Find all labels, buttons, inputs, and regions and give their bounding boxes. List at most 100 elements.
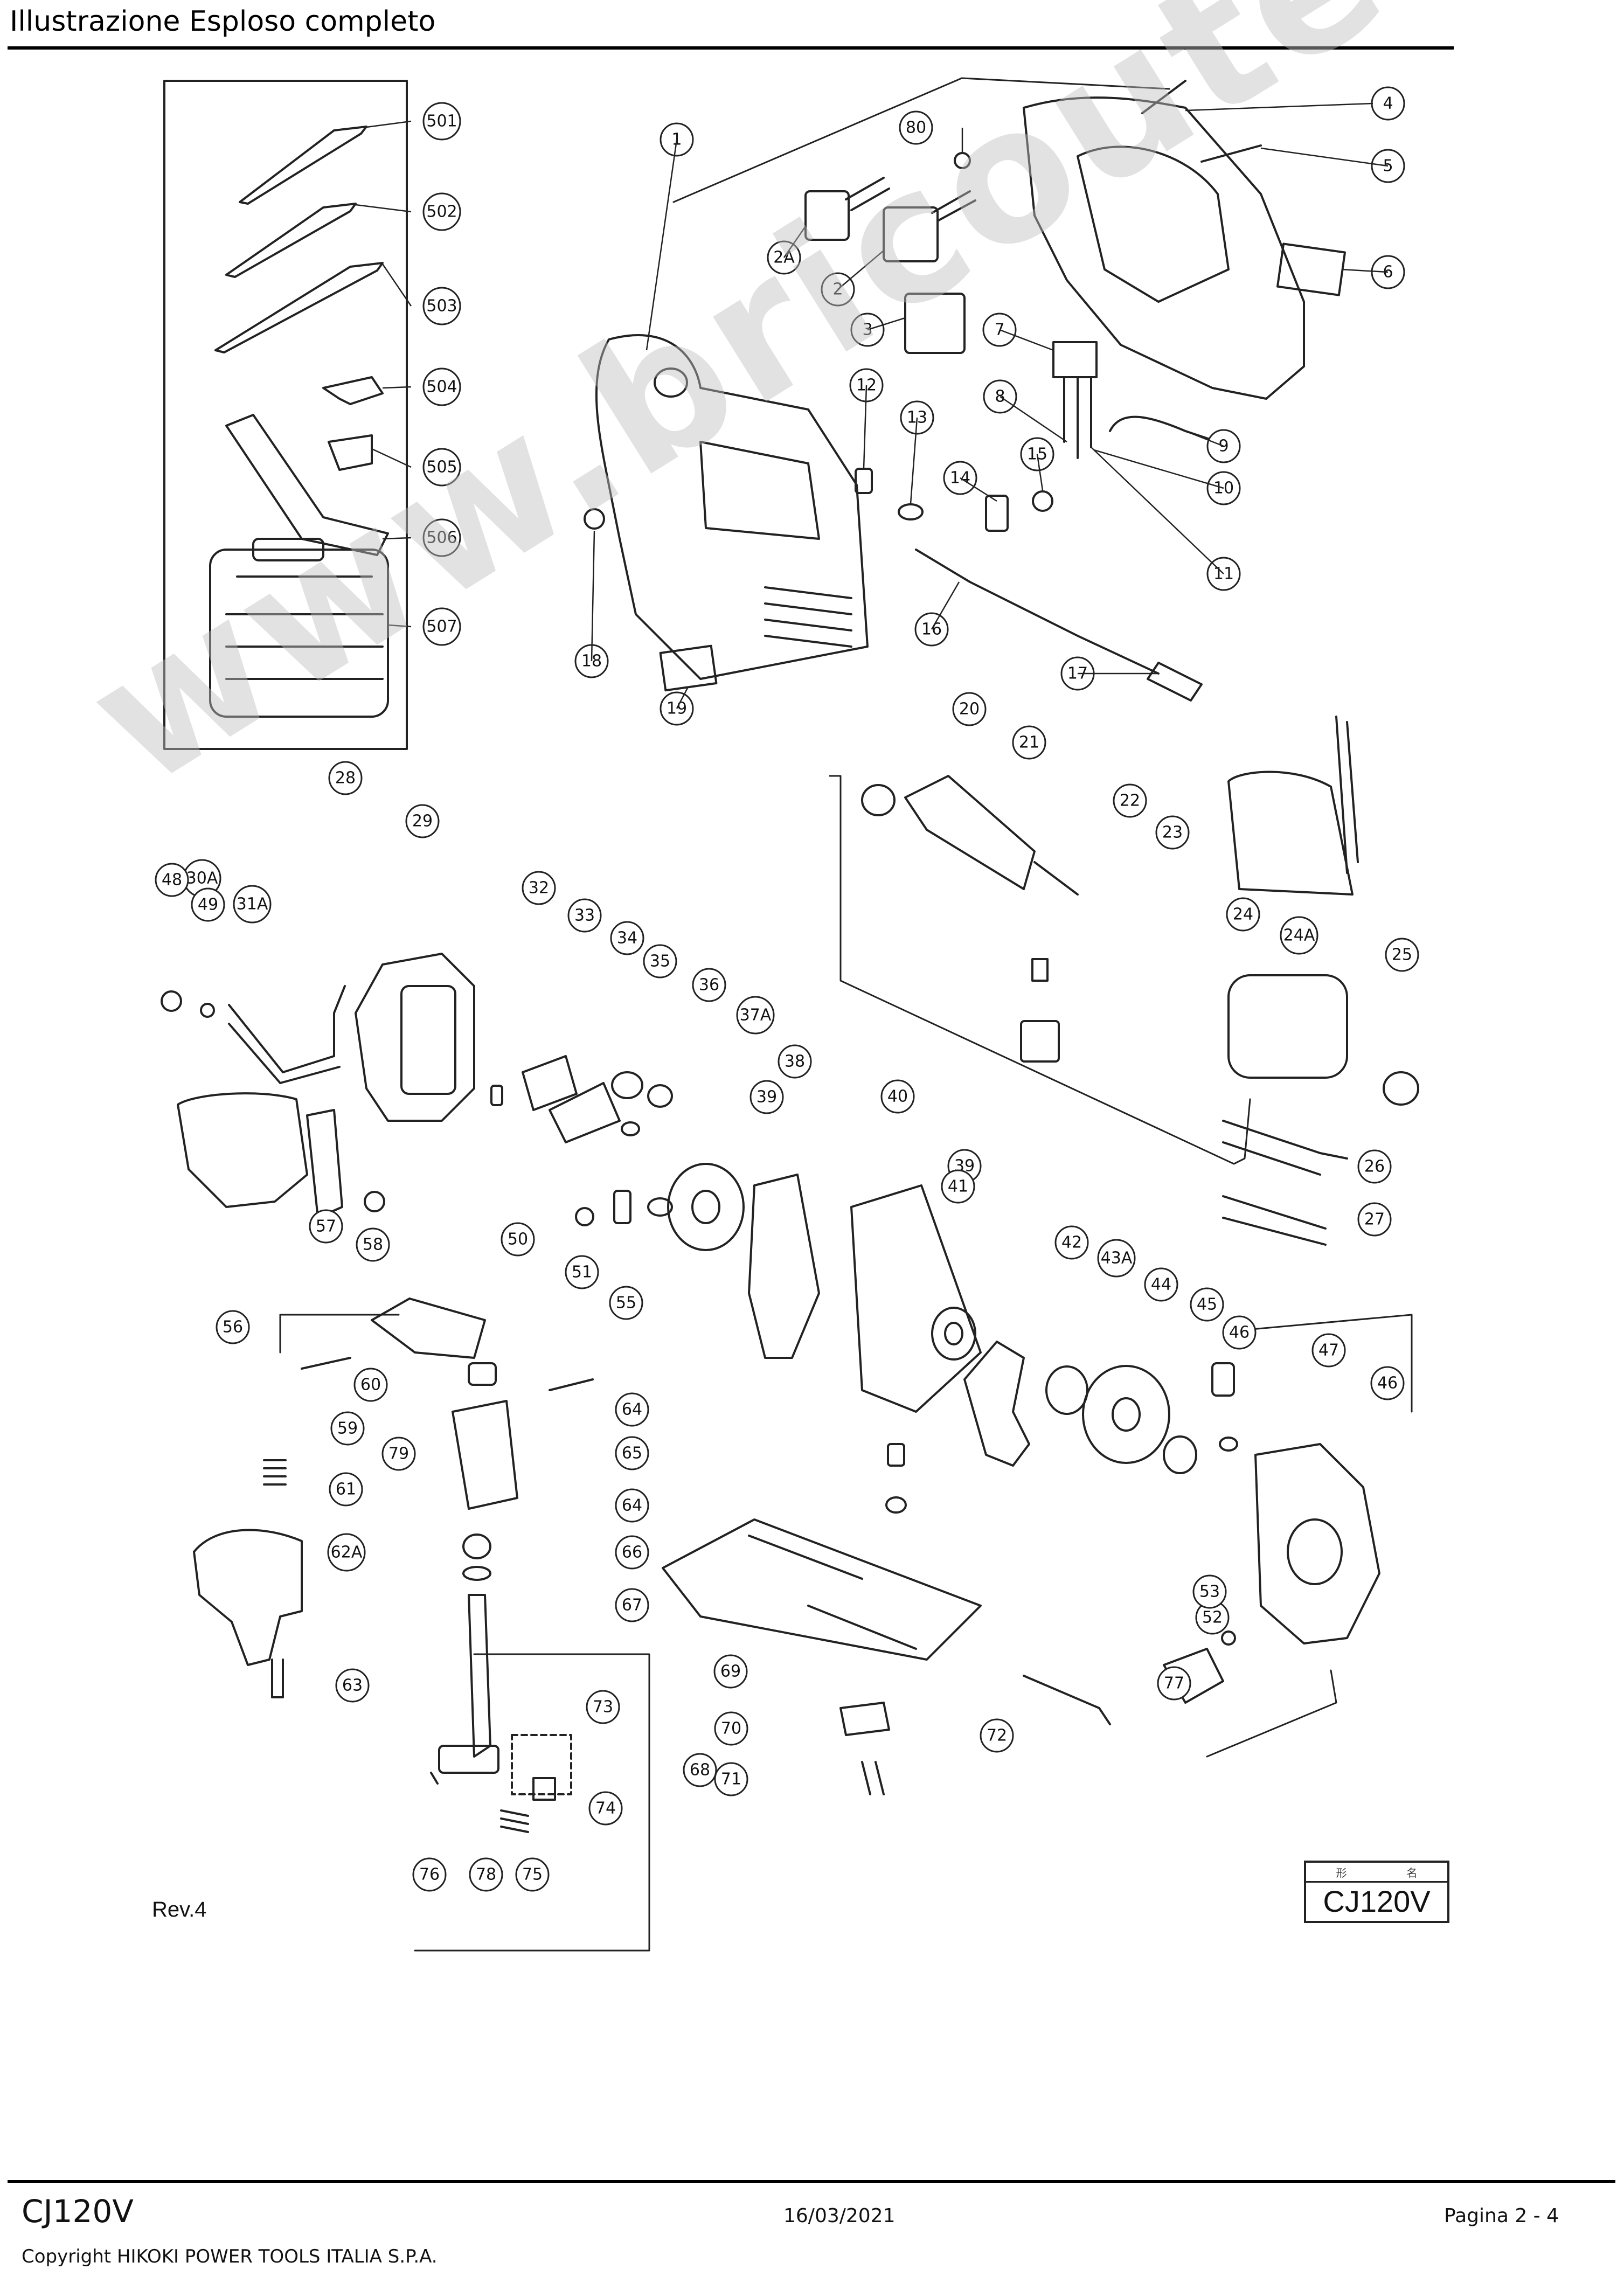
callout-circle — [615, 1535, 649, 1570]
callout-circle — [615, 1588, 649, 1622]
callout-circle — [356, 1227, 390, 1262]
callout-label: 507 — [426, 617, 457, 636]
callout-label: 501 — [426, 112, 457, 131]
callout-32: 32 — [522, 871, 556, 905]
callout-24A: 24A — [1280, 916, 1318, 955]
callout-40: 40 — [880, 1079, 915, 1114]
callout-circle — [1311, 1333, 1346, 1368]
callout-label: 63 — [342, 1676, 363, 1695]
callout-circle — [381, 1437, 416, 1471]
callout-56: 56 — [216, 1310, 250, 1344]
callout-circle — [1226, 897, 1260, 932]
callout-51: 51 — [565, 1255, 599, 1289]
callout-72: 72 — [980, 1718, 1014, 1753]
callout-45: 45 — [1190, 1287, 1224, 1322]
callout-70: 70 — [714, 1711, 748, 1746]
callout-circle — [422, 518, 461, 557]
callout-504: 504 — [422, 367, 461, 406]
model-box-label-1: 形 — [1336, 1866, 1347, 1879]
callout-circle — [191, 887, 225, 922]
model-box-label-2: 名 — [1406, 1866, 1418, 1879]
callout-circle — [1280, 916, 1318, 955]
callout-25: 25 — [1385, 938, 1419, 972]
callout-circle — [335, 1668, 370, 1703]
callout-circle — [422, 367, 461, 406]
callout-64: 64 — [615, 1488, 649, 1523]
callout-label: 44 — [1151, 1275, 1171, 1294]
callout-53: 53 — [1192, 1574, 1227, 1609]
callout-37A: 37A — [736, 996, 775, 1035]
callout-50: 50 — [501, 1222, 535, 1257]
accessories-box — [163, 80, 408, 750]
callout-circle — [692, 968, 726, 1002]
callout-circle — [880, 1079, 915, 1114]
callout-label: 4 — [1383, 94, 1393, 113]
callout-circle — [1097, 1239, 1136, 1278]
callout-label: 79 — [388, 1445, 409, 1463]
callout-label: 71 — [721, 1770, 741, 1789]
callout-label: 80 — [906, 119, 926, 137]
callout-circle — [899, 110, 933, 145]
callout-label: 73 — [593, 1698, 613, 1717]
callout-circle — [1370, 1366, 1405, 1400]
page-title: Illustrazione Esploso completo — [10, 5, 436, 38]
callout-circle — [515, 1857, 550, 1892]
callout-48: 48 — [155, 863, 189, 897]
callout-label: 56 — [223, 1318, 243, 1337]
callout-circle — [1192, 1574, 1227, 1609]
callout-38: 38 — [778, 1044, 812, 1079]
callout-label: 64 — [622, 1496, 642, 1515]
callout-label: 41 — [948, 1177, 968, 1196]
callout-41: 41 — [941, 1169, 975, 1204]
callout-62A: 62A — [327, 1533, 366, 1572]
callout-502: 502 — [422, 192, 461, 231]
callout-20: 20 — [952, 692, 987, 726]
callout-circle — [588, 1791, 623, 1826]
callout-label: 58 — [363, 1236, 383, 1254]
callout-label: 506 — [426, 529, 457, 547]
callout-label: 36 — [699, 976, 719, 995]
callout-label: 57 — [316, 1217, 336, 1236]
callout-circle — [330, 1411, 365, 1446]
callout-label: 26 — [1364, 1157, 1385, 1176]
callout-label: 503 — [426, 297, 457, 316]
callout-60: 60 — [353, 1368, 388, 1402]
callout-4: 4 — [1371, 86, 1405, 121]
callout-46: 46 — [1222, 1315, 1257, 1350]
callout-circle — [586, 1690, 620, 1724]
callout-80: 80 — [899, 110, 933, 145]
callout-label: 21 — [1019, 733, 1039, 752]
callout-68: 68 — [683, 1753, 717, 1787]
callout-circle — [749, 1080, 784, 1114]
callout-label: 52 — [1202, 1608, 1223, 1627]
callout-74: 74 — [588, 1791, 623, 1826]
callout-label: 39 — [757, 1088, 777, 1107]
callout-label: 66 — [622, 1543, 642, 1562]
callout-26: 26 — [1357, 1149, 1392, 1184]
callout-circle — [778, 1044, 812, 1079]
callout-42: 42 — [1054, 1225, 1089, 1260]
callout-circle — [567, 898, 602, 933]
header-divider — [8, 46, 1454, 50]
callout-47: 47 — [1311, 1333, 1346, 1368]
callout-55: 55 — [609, 1286, 643, 1320]
callout-label: 22 — [1120, 792, 1140, 810]
callout-circle — [155, 863, 189, 897]
callout-67: 67 — [615, 1588, 649, 1622]
footer-copyright: Copyright HIKOKI POWER TOOLS ITALIA S.P.… — [22, 2246, 438, 2267]
callout-24: 24 — [1226, 897, 1260, 932]
callout-circle — [1113, 783, 1147, 818]
callout-label: 76 — [419, 1865, 440, 1884]
callout-label: 75 — [522, 1865, 543, 1884]
callout-circle — [1012, 725, 1046, 760]
callout-29: 29 — [405, 804, 440, 838]
callout-33: 33 — [567, 898, 602, 933]
callout-21: 21 — [1012, 725, 1046, 760]
callout-59: 59 — [330, 1411, 365, 1446]
callout-66: 66 — [615, 1535, 649, 1570]
callout-61: 61 — [329, 1472, 363, 1507]
model-box-header: 形 名 — [1306, 1863, 1447, 1883]
callout-label: 48 — [162, 871, 182, 890]
callout-label: 77 — [1164, 1674, 1184, 1693]
callout-76: 76 — [412, 1857, 447, 1892]
